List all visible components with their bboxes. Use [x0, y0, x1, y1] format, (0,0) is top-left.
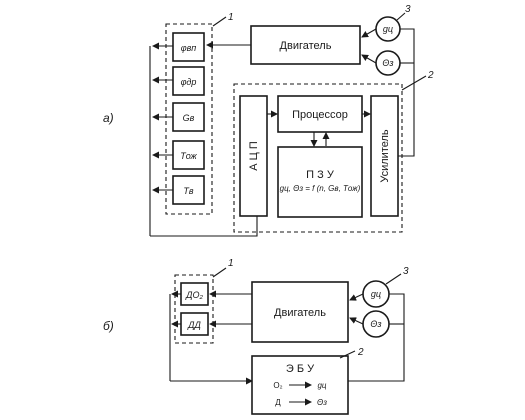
svg-text:gц: gц — [371, 289, 381, 299]
rom-box: П З У gц, Θз = f (n, Gв, Tож) — [277, 146, 363, 218]
sensor-t-ozh: Tож — [172, 140, 205, 170]
svg-text:Gв: Gв — [183, 113, 195, 123]
callout-2: 2 — [427, 70, 434, 81]
svg-text:П З У: П З У — [306, 169, 335, 181]
sensor-phi-dr: φдр — [172, 66, 205, 96]
callout-1-leader — [212, 16, 227, 27]
svg-text:gц: gц — [317, 381, 326, 390]
actuator-theta-b: Θз — [362, 310, 390, 338]
figure-b-label: б) — [103, 319, 114, 333]
ecu-box: Э Б У О₂ gц Д Θз — [251, 355, 349, 415]
svg-text:ДО₂: ДО₂ — [185, 290, 203, 300]
svg-text:Двигатель: Двигатель — [280, 40, 332, 52]
figure-a-label: а) — [103, 111, 114, 125]
actuator-g-c-a: gц — [375, 16, 401, 42]
svg-text:Θз: Θз — [317, 398, 327, 407]
svg-text:Θз: Θз — [382, 58, 393, 68]
svg-text:Tож: Tож — [180, 151, 197, 161]
svg-text:О₂: О₂ — [273, 381, 282, 390]
callout-3: 3 — [405, 4, 411, 15]
actuator-theta-a: Θз — [375, 50, 401, 76]
sensor-t-v: Tв — [172, 175, 205, 205]
svg-text:ДД: ДД — [187, 320, 201, 330]
amp-output-line — [398, 28, 415, 157]
figure-b: б) 1 ДО₂ ДД Двигатель gц Θз 3 — [103, 258, 409, 415]
svg-text:gц, Θз = f (n, Gв, Tож): gц, Θз = f (n, Gв, Tож) — [280, 184, 361, 193]
sensor-do2: ДО₂ — [180, 282, 209, 306]
svg-text:Двигатель: Двигатель — [274, 307, 326, 319]
svg-text:1: 1 — [228, 258, 234, 269]
amplifier-box: Усилитель — [370, 95, 399, 217]
sensor-g-v: Gв — [172, 102, 205, 132]
svg-text:3: 3 — [403, 266, 409, 277]
svg-text:Э Б У: Э Б У — [286, 363, 315, 375]
svg-text:Θз: Θз — [370, 319, 381, 329]
figure-a: а) 1 φвп φдр Gв Tож Tв — [103, 4, 434, 237]
svg-text:Усилитель: Усилитель — [379, 129, 391, 183]
svg-text:Процессор: Процессор — [292, 109, 348, 121]
svg-text:А Ц П: А Ц П — [248, 141, 260, 171]
engine-box-b: Двигатель — [251, 281, 349, 343]
sensor-dd: ДД — [180, 312, 209, 336]
svg-text:Д: Д — [275, 398, 281, 407]
svg-text:gц: gц — [383, 24, 393, 34]
svg-text:φдр: φдр — [181, 77, 197, 87]
processor-box: Процессор — [277, 95, 363, 133]
sensor-phi-vp: φвп — [172, 32, 205, 62]
sensor-group-frame — [165, 23, 213, 215]
bus-to-adc — [150, 216, 258, 237]
svg-text:2: 2 — [357, 347, 364, 358]
engine-box-a: Двигатель — [250, 25, 361, 65]
svg-text:φвп: φвп — [181, 43, 197, 53]
svg-text:Tв: Tв — [183, 186, 193, 196]
sensor-group-frame-b — [174, 274, 214, 344]
control-unit-frame — [233, 83, 403, 233]
callout-1: 1 — [228, 12, 234, 23]
adc-box: А Ц П — [239, 95, 268, 217]
actuator-g-c-b: gц — [362, 280, 390, 308]
